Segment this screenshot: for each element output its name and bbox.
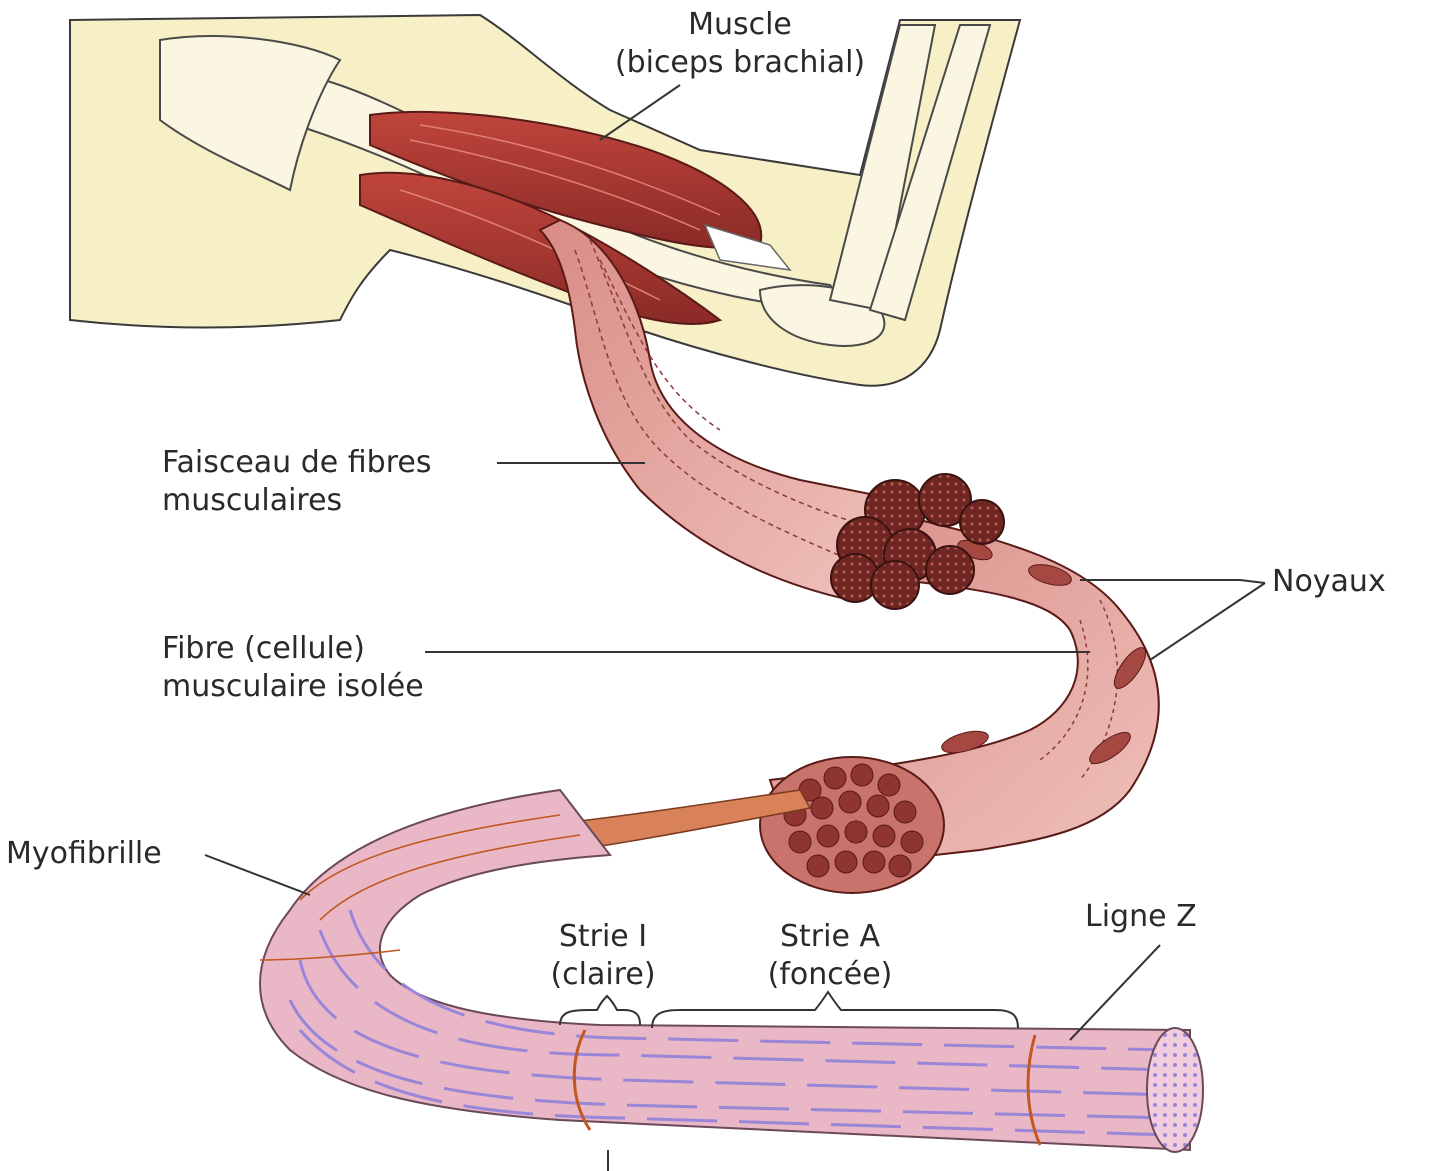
myofibril-cross-section — [1147, 1028, 1203, 1152]
muscle-label-line2: (biceps brachial) — [560, 44, 920, 82]
strie-a-brace — [652, 992, 1018, 1028]
strie-a-label-line2: (foncée) — [730, 956, 930, 994]
faisceau-label: Faisceau de fibres musculaires — [162, 444, 431, 520]
muscle-label: Muscle (biceps brachial) — [560, 6, 920, 82]
noyaux-label: Noyaux — [1272, 563, 1386, 601]
strie-i-label-line2: (claire) — [518, 956, 688, 994]
leader-myofibrille — [205, 855, 310, 895]
fibre-label: Fibre (cellule) musculaire isolée — [162, 630, 424, 706]
leader-ligne-z — [1070, 945, 1160, 1040]
faisceau-label-line1: Faisceau de fibres — [162, 444, 431, 482]
muscle-label-line1: Muscle — [560, 6, 920, 44]
leader-noyaux-2 — [1150, 583, 1265, 660]
strie-a-label-line1: Strie A — [730, 918, 930, 956]
leader-noyaux-1 — [1080, 580, 1265, 583]
myofibrille-label: Myofibrille — [6, 835, 162, 873]
fibre-label-line2: musculaire isolée — [162, 668, 424, 706]
fibre-label-line1: Fibre (cellule) — [162, 630, 424, 668]
faisceau-label-line2: musculaires — [162, 482, 431, 520]
strie-a-label: Strie A (foncée) — [730, 918, 930, 994]
strie-i-label: Strie I (claire) — [518, 918, 688, 994]
strie-i-label-line1: Strie I — [518, 918, 688, 956]
ligne-z-label: Ligne Z — [1085, 898, 1197, 936]
strie-i-brace — [560, 996, 640, 1025]
